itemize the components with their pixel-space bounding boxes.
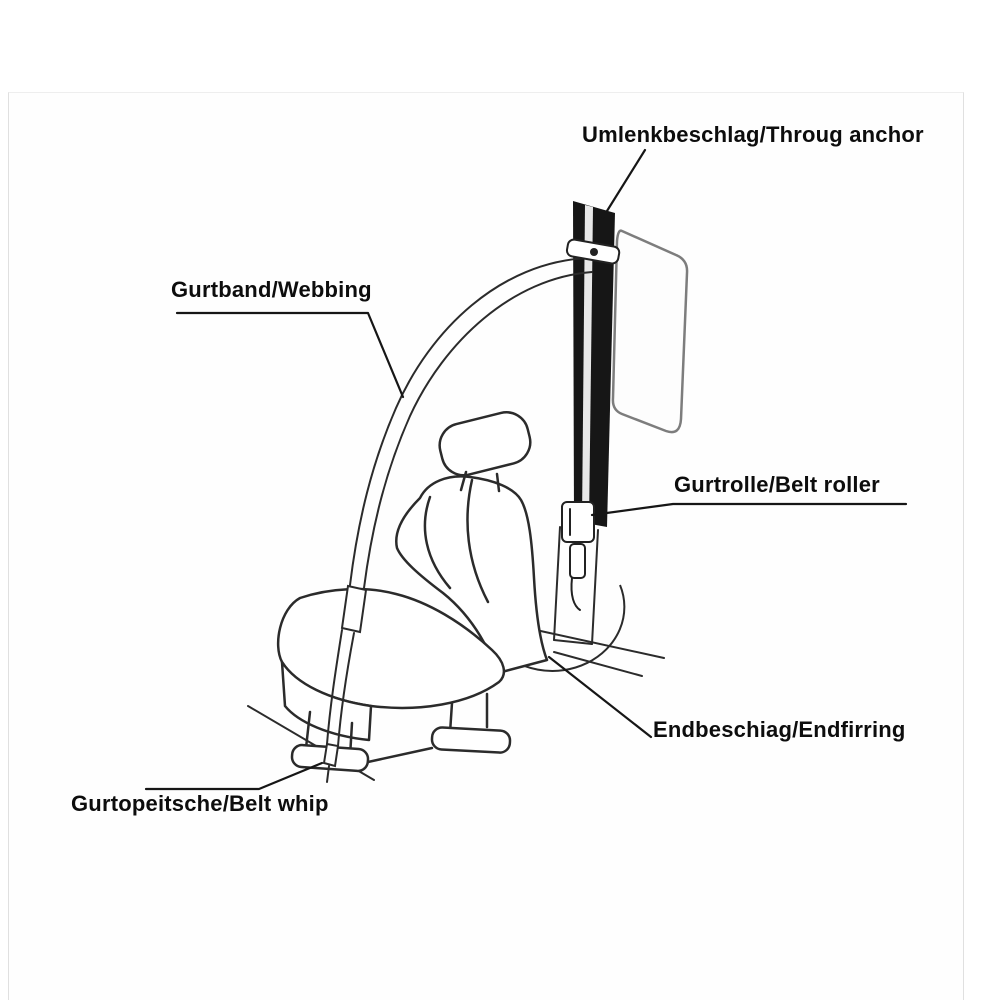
seat-foot-right (430, 726, 512, 754)
label-belt-whip: Gurtopeitsche/Belt whip (71, 791, 329, 816)
seat-headrest (438, 411, 532, 477)
label-belt-roller: Gurtrolle/Belt roller (674, 472, 880, 497)
label-through-anchor: Umlenkbeschlag/Throug anchor (582, 122, 924, 147)
label-end-fitting: Endbeschiag/Endfirring (653, 717, 906, 742)
belt-whip (322, 629, 355, 783)
label-webbing: Gurtband/Webbing (171, 277, 372, 302)
leader-lines (144, 148, 908, 791)
through-anchor (565, 238, 621, 265)
lower-pillar (553, 526, 599, 645)
belt-roller (561, 501, 595, 611)
webbing (349, 257, 593, 589)
car-seat (276, 411, 549, 773)
backrest-seam-left (423, 495, 452, 590)
leader-belt-roller (590, 502, 908, 517)
seat-backrest (395, 475, 549, 675)
b-pillar (573, 201, 615, 527)
leader-through-anchor (600, 148, 647, 221)
seat-skirt (280, 660, 373, 742)
buckle (340, 584, 368, 634)
leader-end-fitting (547, 655, 653, 739)
leader-webbing (175, 311, 405, 399)
window-glass (611, 229, 689, 434)
leader-belt-whip (144, 761, 324, 791)
backrest-seam-right (466, 478, 490, 604)
